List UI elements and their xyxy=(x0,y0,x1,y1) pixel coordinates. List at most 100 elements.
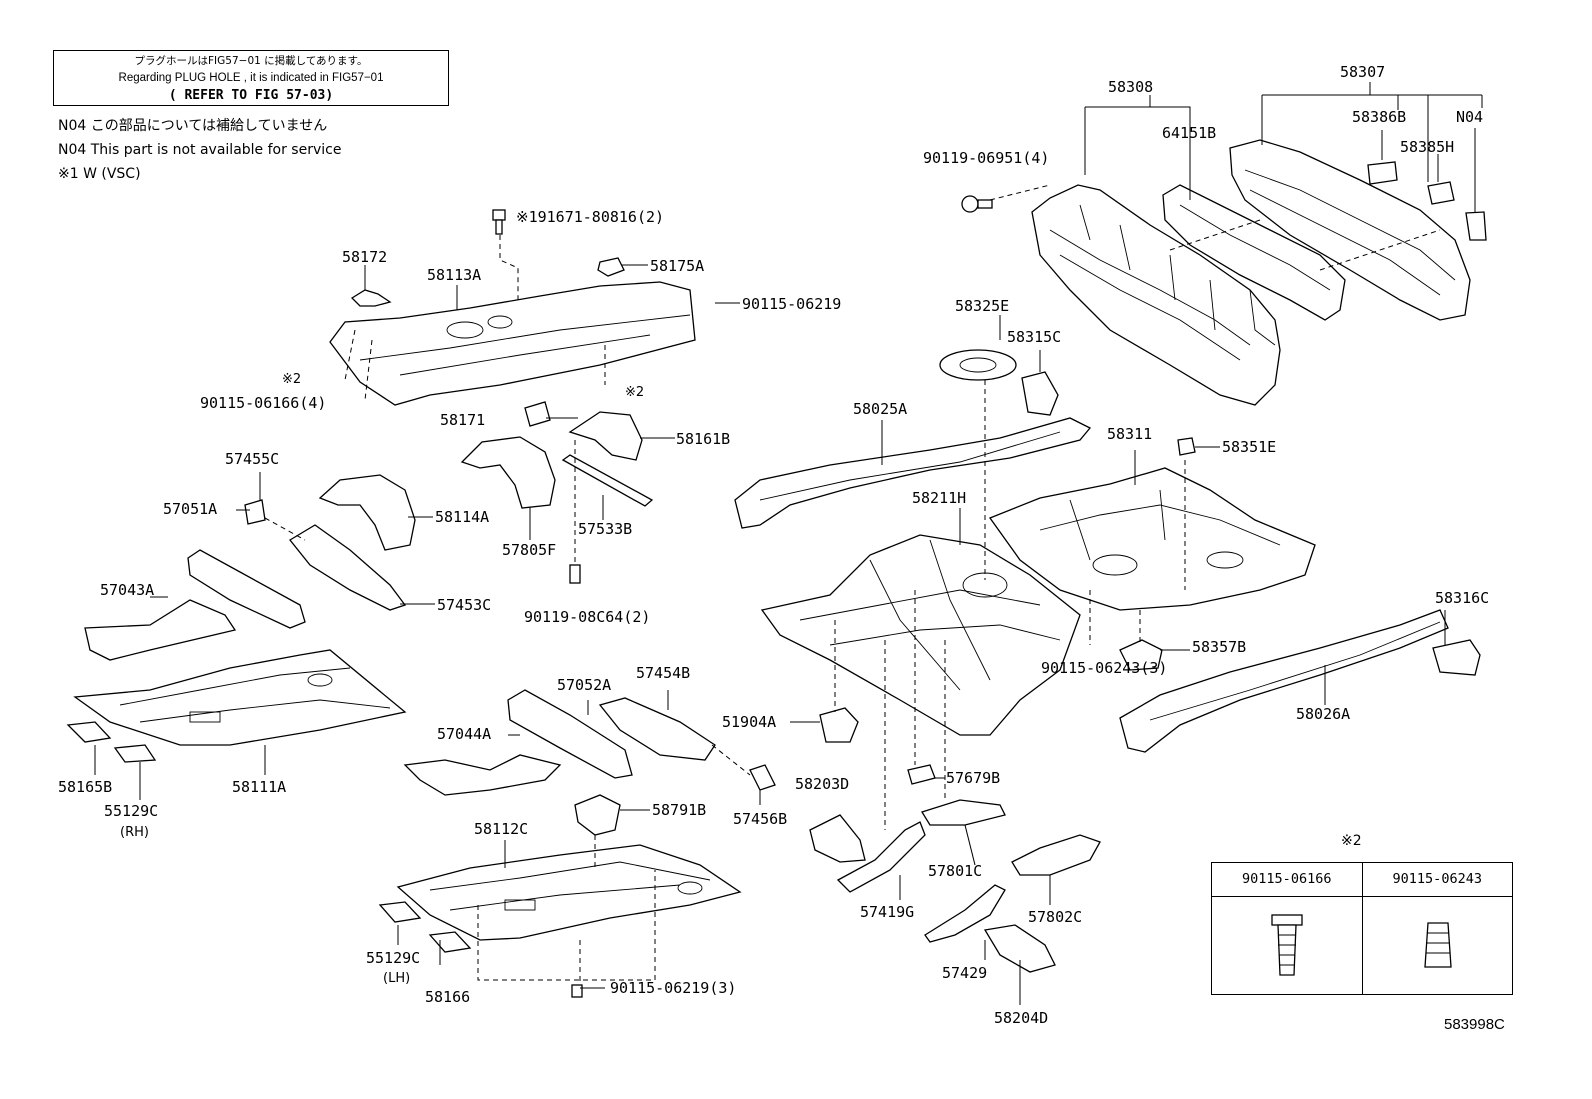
part-57052A[interactable] xyxy=(507,689,633,779)
label-57679B[interactable]: 57679B xyxy=(946,769,1000,787)
part-51904A[interactable] xyxy=(819,707,859,743)
label-58204D[interactable]: 58204D xyxy=(994,1009,1048,1027)
label-58211H[interactable]: 58211H xyxy=(912,489,966,507)
part-58113A[interactable] xyxy=(329,281,696,406)
part-58025A[interactable] xyxy=(734,417,1092,529)
part-64151B[interactable] xyxy=(1162,184,1346,321)
label-57454B[interactable]: 57454B xyxy=(636,664,690,682)
bolt-90119-06951[interactable] xyxy=(961,195,993,213)
label-58316C[interactable]: 58316C xyxy=(1435,589,1489,607)
label-90115-06219-3[interactable]: 90115-06219(3) xyxy=(610,979,736,997)
label-58175A[interactable]: 58175A xyxy=(650,257,704,275)
label-57456B[interactable]: 57456B xyxy=(733,810,787,828)
label-90115-06166[interactable]: 90115-06166(4) xyxy=(200,394,326,412)
part-58386B[interactable] xyxy=(1367,161,1398,185)
label-58172[interactable]: 58172 xyxy=(342,248,387,266)
part-58175A[interactable] xyxy=(597,257,625,277)
part-55129C-rh[interactable] xyxy=(113,744,157,763)
part-58166[interactable] xyxy=(428,931,472,953)
label-57801C[interactable]: 57801C xyxy=(928,862,982,880)
label-90115-06219[interactable]: 90115-06219 xyxy=(742,295,841,313)
label-57455C[interactable]: 57455C xyxy=(225,450,279,468)
label-55129C-lh[interactable]: 55129C xyxy=(366,949,420,967)
label-58166[interactable]: 58166 xyxy=(425,988,470,1006)
refer-to-fig-link[interactable]: ( REFER TO FIG 57-03) xyxy=(168,88,334,103)
label-57429[interactable]: 57429 xyxy=(942,964,987,982)
label-58171[interactable]: 58171 xyxy=(440,411,485,429)
label-58385H[interactable]: 58385H xyxy=(1400,138,1454,156)
label-57533B[interactable]: 57533B xyxy=(578,520,632,538)
label-58114A[interactable]: 58114A xyxy=(435,508,489,526)
label-57043A[interactable]: 57043A xyxy=(100,581,154,599)
part-58316C[interactable] xyxy=(1432,639,1481,676)
part-55129C-lh[interactable] xyxy=(378,901,422,923)
part-58385H[interactable] xyxy=(1427,181,1455,205)
bolt-90115-06219-3[interactable] xyxy=(571,984,583,998)
label-58386B[interactable]: 58386B xyxy=(1352,108,1406,126)
label-58113A[interactable]: 58113A xyxy=(427,266,481,284)
part-58203D[interactable] xyxy=(809,814,866,863)
label-58112C[interactable]: 58112C xyxy=(474,820,528,838)
legend-col-90115-06243[interactable]: 90115-06243 xyxy=(1361,863,1513,896)
part-57801C[interactable] xyxy=(921,799,1006,826)
label-58351E[interactable]: 58351E xyxy=(1222,438,1276,456)
part-58204D[interactable] xyxy=(983,924,1056,973)
part-58351E[interactable] xyxy=(1177,437,1196,456)
label-90115-06243[interactable]: 90115-06243(3) xyxy=(1041,659,1167,677)
part-57453C[interactable] xyxy=(289,524,407,611)
part-58114A[interactable] xyxy=(318,474,416,551)
label-58111A[interactable]: 58111A xyxy=(232,778,286,796)
label-57805F[interactable]: 57805F xyxy=(502,541,556,559)
part-58165B[interactable] xyxy=(66,721,112,743)
part-58172[interactable] xyxy=(350,289,392,307)
part-57805F[interactable] xyxy=(460,436,556,509)
part-57456B[interactable] xyxy=(749,764,776,791)
part-58308[interactable] xyxy=(1031,184,1281,406)
part-57429[interactable] xyxy=(924,884,1006,943)
label-58357B[interactable]: 58357B xyxy=(1192,638,1246,656)
part-58307[interactable] xyxy=(1229,139,1471,321)
label-191671-80816[interactable]: ※191671-80816(2) xyxy=(516,208,664,226)
label-58311[interactable]: 58311 xyxy=(1107,425,1152,443)
label-58026A[interactable]: 58026A xyxy=(1296,705,1350,723)
part-58026A[interactable] xyxy=(1119,609,1449,753)
part-58211H[interactable] xyxy=(760,534,1081,736)
label-58308[interactable]: 58308 xyxy=(1108,78,1153,96)
label-58165B[interactable]: 58165B xyxy=(58,778,112,796)
part-N04[interactable] xyxy=(1465,211,1487,241)
label-57419G[interactable]: 57419G xyxy=(860,903,914,921)
part-58112C[interactable] xyxy=(396,844,742,941)
label-58791B[interactable]: 58791B xyxy=(652,801,706,819)
part-57051A[interactable] xyxy=(187,549,306,629)
label-57802C[interactable]: 57802C xyxy=(1028,908,1082,926)
part-57679B[interactable] xyxy=(907,764,936,785)
part-58311[interactable] xyxy=(988,467,1316,611)
legend-col-90115-06166[interactable]: 90115-06166 xyxy=(1242,871,1332,887)
label-64151B[interactable]: 64151B xyxy=(1162,124,1216,142)
label-57052A[interactable]: 57052A xyxy=(557,676,611,694)
label-58315C[interactable]: 58315C xyxy=(1007,328,1061,346)
part-57533B[interactable] xyxy=(561,454,654,507)
label-51904A[interactable]: 51904A xyxy=(722,713,776,731)
part-58791B[interactable] xyxy=(574,794,621,836)
part-57802C[interactable] xyxy=(1011,834,1101,876)
part-58171[interactable] xyxy=(524,401,551,427)
bolt-90119-08C64[interactable] xyxy=(569,564,581,584)
label-58325E[interactable]: 58325E xyxy=(955,297,1009,315)
label-55129C-rh[interactable]: 55129C xyxy=(104,802,158,820)
label-57044A[interactable]: 57044A xyxy=(437,725,491,743)
label-57453C[interactable]: 57453C xyxy=(437,596,491,614)
label-90119-06951[interactable]: 90119-06951(4) xyxy=(923,149,1049,167)
label-57051A[interactable]: 57051A xyxy=(163,500,217,518)
label-90119-08C64[interactable]: 90119-08C64(2) xyxy=(524,608,650,626)
part-58161B[interactable] xyxy=(568,411,643,461)
part-57455C[interactable] xyxy=(244,499,266,525)
part-57044A[interactable] xyxy=(403,754,562,796)
label-58025A[interactable]: 58025A xyxy=(853,400,907,418)
part-58111A[interactable] xyxy=(73,649,407,746)
label-N04[interactable]: N04 xyxy=(1456,108,1483,126)
part-58325E[interactable] xyxy=(939,349,1017,381)
part-58357B[interactable] xyxy=(1119,639,1163,671)
part-57419G[interactable] xyxy=(836,821,926,893)
label-58307[interactable]: 58307 xyxy=(1340,63,1385,81)
